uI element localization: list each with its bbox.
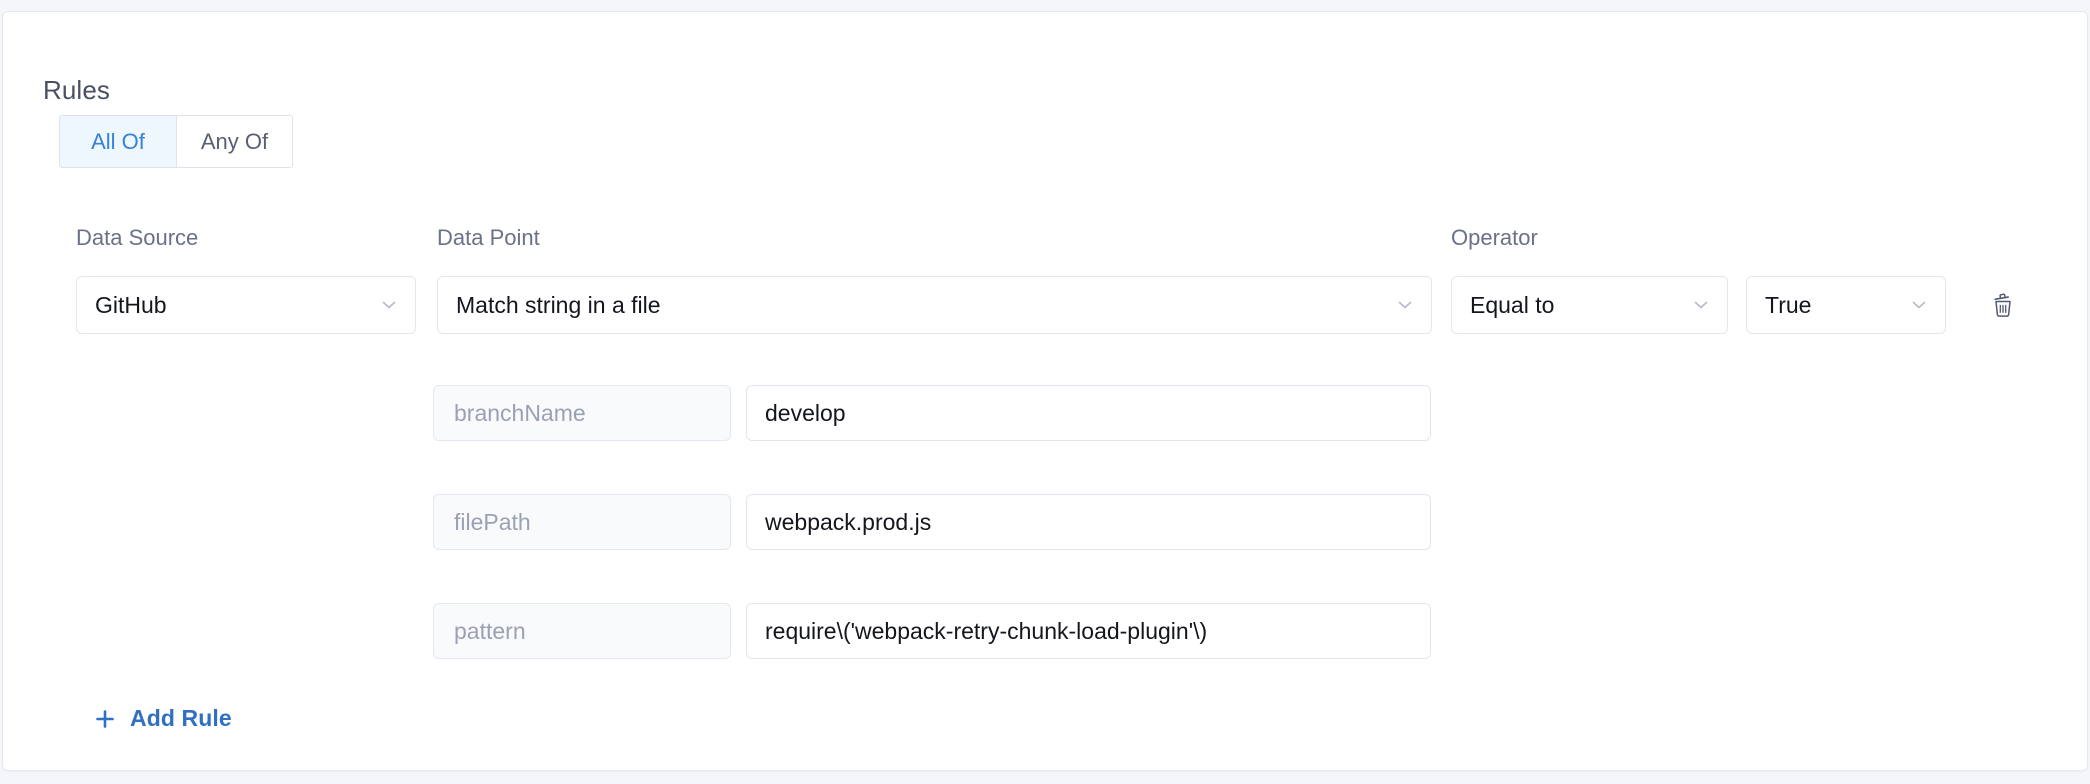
plus-icon	[93, 707, 117, 731]
data-point-select[interactable]: Match string in a file	[437, 276, 1432, 334]
parameter-value-pattern[interactable]: require\('webpack-retry-chunk-load-plugi…	[746, 603, 1431, 659]
parameter-key-branchname: branchName	[433, 385, 731, 441]
operator-select[interactable]: Equal to	[1451, 276, 1728, 334]
data-source-label: Data Source	[76, 225, 199, 250]
chevron-down-icon	[1909, 295, 1929, 315]
parameter-row: branchName develop	[433, 385, 1431, 441]
trash-icon	[1987, 289, 2019, 321]
add-rule-button[interactable]: Add Rule	[93, 705, 232, 732]
truth-value-select[interactable]: True	[1746, 276, 1946, 334]
parameter-row: filePath webpack.prod.js	[433, 494, 1431, 550]
add-rule-label: Add Rule	[130, 705, 232, 731]
data-source-select[interactable]: GitHub	[76, 276, 416, 334]
tab-all-of[interactable]: All Of	[60, 116, 176, 167]
parameter-key-pattern: pattern	[433, 603, 731, 659]
match-mode-toggle-group: All Of Any Of	[59, 115, 293, 168]
parameter-key-filepath: filePath	[433, 494, 731, 550]
delete-rule-button[interactable]	[1986, 288, 2020, 322]
tab-any-of[interactable]: Any Of	[176, 116, 292, 167]
chevron-down-icon	[1395, 295, 1415, 315]
chevron-down-icon	[1691, 295, 1711, 315]
data-point-value: Match string in a file	[456, 291, 661, 318]
data-source-value: GitHub	[95, 291, 167, 318]
operator-value: Equal to	[1470, 291, 1555, 318]
data-point-label: Data Point	[437, 225, 540, 250]
parameter-value-branchname[interactable]: develop	[746, 385, 1431, 441]
rules-card: Rules All Of Any Of Data Source Data Poi…	[2, 11, 2088, 771]
parameter-value-filepath[interactable]: webpack.prod.js	[746, 494, 1431, 550]
parameter-row: pattern require\('webpack-retry-chunk-lo…	[433, 603, 1431, 659]
operator-label: Operator	[1451, 225, 1538, 250]
truth-value: True	[1765, 291, 1812, 318]
chevron-down-icon	[379, 295, 399, 315]
page-title: Rules	[43, 74, 110, 105]
